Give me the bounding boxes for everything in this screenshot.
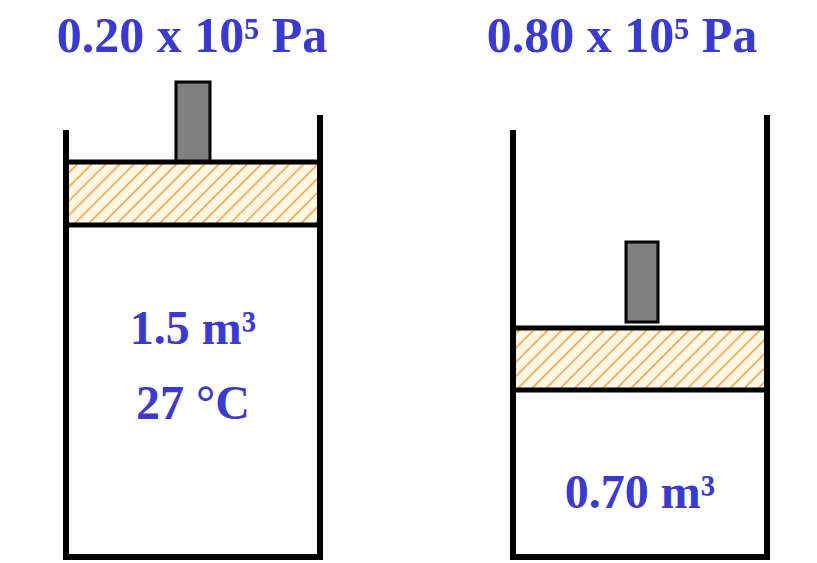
- piston: [513, 328, 767, 390]
- pressure-label: 0.20 x 10⁵ Pa: [57, 8, 328, 63]
- piston-rod: [626, 242, 658, 322]
- piston-rod: [176, 82, 210, 162]
- left-cylinder: [66, 82, 320, 557]
- gas-region: 0.70 m³: [519, 394, 761, 552]
- temperature-value: 27 °C: [136, 377, 250, 430]
- cylinder-wall: [513, 115, 767, 557]
- right-cylinder: [513, 115, 767, 557]
- volume-value: 1.5 m³: [130, 302, 256, 355]
- gas-region: 1.5 m³ 27 °C: [72, 230, 314, 552]
- cylinder-wall: [66, 115, 320, 557]
- pressure-label: 0.80 x 10⁵ Pa: [487, 8, 758, 63]
- volume-value: 0.70 m³: [565, 466, 715, 519]
- piston: [66, 162, 320, 225]
